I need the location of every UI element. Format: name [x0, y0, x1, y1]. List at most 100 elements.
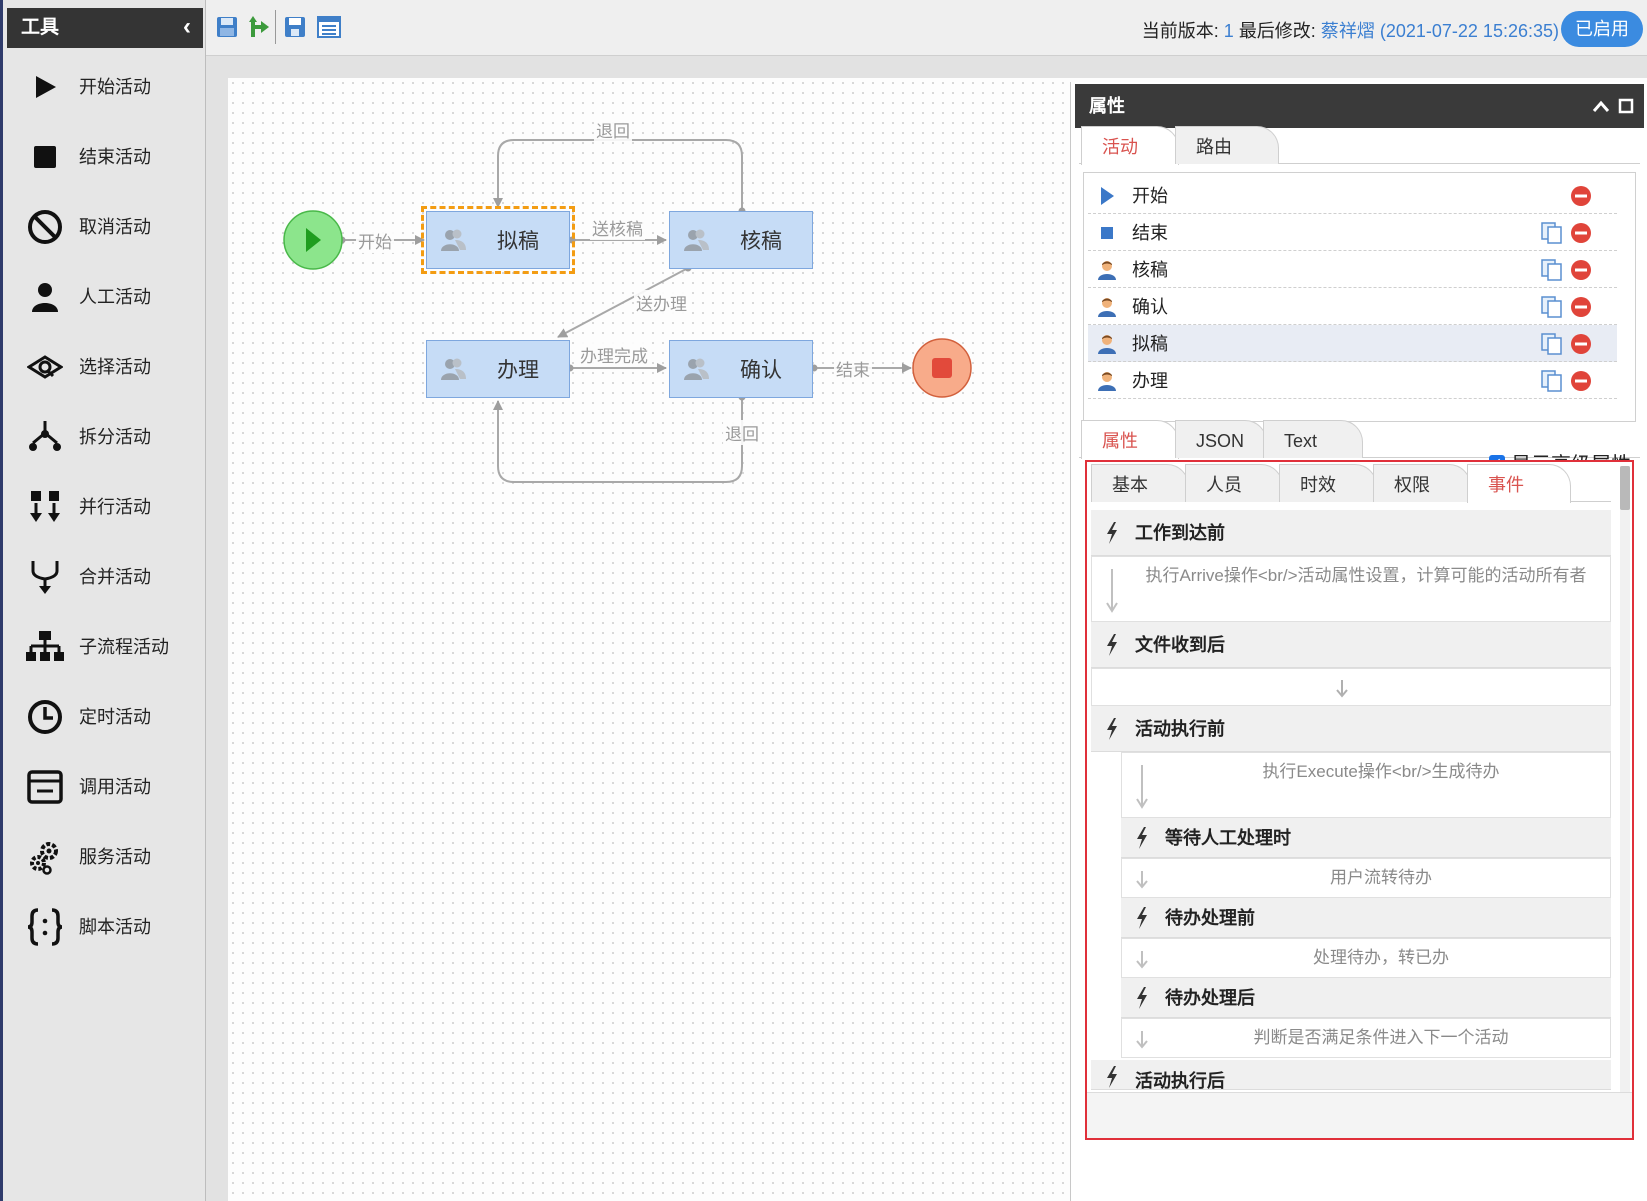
tab-properties[interactable]: 属性 [1081, 420, 1179, 459]
edge-label-back-bottom: 退回 [723, 420, 761, 445]
list-item-confirm[interactable]: 确认 [1088, 288, 1617, 325]
copy-icon[interactable] [1540, 221, 1564, 245]
tool-parallel-activity[interactable]: 并行活动 [7, 472, 203, 542]
delete-icon[interactable] [1570, 296, 1592, 318]
copy-icon[interactable] [1540, 295, 1564, 319]
tool-end-activity[interactable]: 结束活动 [7, 122, 203, 192]
end-square-icon [1101, 227, 1113, 239]
tool-service-activity[interactable]: 服务活动 [7, 822, 203, 892]
end-node[interactable] [912, 338, 972, 398]
event-todo-before-body[interactable]: 处理待办，转已办 [1121, 938, 1611, 978]
node-confirm[interactable]: 确认 [669, 340, 813, 398]
list-view-icon[interactable] [316, 14, 342, 40]
tool-manual-activity[interactable]: 人工活动 [7, 262, 203, 332]
event-wait-header[interactable]: 等待人工处理时 [1121, 818, 1611, 858]
node-handle[interactable]: 办理 [426, 340, 570, 398]
event-title: 活动执行前 [1135, 719, 1225, 739]
edge-label-end: 结束 [834, 356, 872, 381]
tool-label: 定时活动 [79, 707, 151, 727]
event-title: 待办处理后 [1165, 988, 1255, 1008]
edge-back-top[interactable] [493, 139, 743, 211]
export-icon[interactable] [246, 14, 272, 40]
activity-label: 结束 [1132, 223, 1168, 243]
list-item-end[interactable]: 结束 [1088, 214, 1617, 251]
user-icon [1098, 335, 1116, 354]
event-received-header[interactable]: 文件收到后 [1091, 622, 1611, 668]
list-item-draft[interactable]: 拟稿 [1088, 325, 1617, 362]
tool-call-activity[interactable]: 调用活动 [7, 752, 203, 822]
node-review[interactable]: 核稿 [669, 211, 813, 269]
node-draft[interactable]: 拟稿 [421, 206, 575, 274]
event-todo-after-body[interactable]: 判断是否满足条件进入下一个活动 [1121, 1018, 1611, 1058]
tab-route[interactable]: 路由 [1175, 126, 1279, 164]
version-label: 当前版本: [1141, 21, 1219, 41]
braces-icon [23, 905, 67, 949]
maximize-icon[interactable] [1618, 84, 1634, 128]
tool-cancel-activity[interactable]: 取消活动 [7, 192, 203, 262]
delete-icon[interactable] [1570, 333, 1592, 355]
event-title: 活动执行后 [1135, 1071, 1225, 1090]
scrollbar-track[interactable] [1620, 466, 1630, 1096]
tool-subprocess-activity[interactable]: 子流程活动 [7, 612, 203, 682]
down-arrow-icon [1136, 951, 1148, 969]
event-execute-body[interactable]: 执行Execute操作<br/>生成待办 [1121, 752, 1611, 818]
tool-label: 并行活动 [79, 497, 151, 517]
tool-merge-activity[interactable]: 合并活动 [7, 542, 203, 612]
activity-label: 确认 [1132, 297, 1168, 317]
start-node[interactable] [283, 210, 343, 270]
event-description: 执行Arrive操作<br/>活动属性设置，计算可能的活动所有者 [1145, 566, 1587, 585]
collapse-chevron-icon[interactable]: ‹ [183, 13, 191, 40]
tab-timeliness[interactable]: 时效 [1279, 464, 1377, 502]
collapse-up-icon[interactable] [1592, 84, 1610, 128]
tool-timer-activity[interactable]: 定时活动 [7, 682, 203, 752]
copy-icon[interactable] [1540, 258, 1564, 282]
edge-label-to-handle: 送办理 [634, 290, 689, 315]
properties-header: 属性 [1075, 84, 1644, 128]
edge-back-bottom[interactable] [493, 397, 743, 483]
user-icon [1098, 298, 1116, 317]
tool-start-activity[interactable]: 开始活动 [7, 52, 203, 122]
list-item-handle[interactable]: 办理 [1088, 362, 1617, 399]
node-label: 核稿 [740, 230, 782, 253]
event-arrive-header[interactable]: 工作到达前 [1091, 510, 1611, 556]
tool-choice-activity[interactable]: 选择活动 [7, 332, 203, 402]
list-item-review[interactable]: 核稿 [1088, 251, 1617, 288]
delete-icon[interactable] [1570, 222, 1592, 244]
tool-script-activity[interactable]: 脚本活动 [7, 892, 203, 962]
merge-icon [23, 555, 67, 599]
save-as-icon[interactable] [282, 14, 308, 40]
tab-personnel[interactable]: 人员 [1185, 464, 1283, 502]
tab-permissions[interactable]: 权限 [1373, 464, 1471, 502]
event-arrive-body[interactable]: 执行Arrive操作<br/>活动属性设置，计算可能的活动所有者 [1091, 556, 1611, 622]
copy-icon[interactable] [1540, 369, 1564, 393]
save-icon[interactable] [214, 14, 240, 40]
delete-icon[interactable] [1570, 259, 1592, 281]
users-icon [684, 358, 709, 380]
lightning-icon [1107, 1066, 1117, 1088]
version-value: 1 [1223, 21, 1234, 41]
event-title: 待办处理前 [1165, 908, 1255, 928]
tab-text[interactable]: Text [1263, 420, 1363, 458]
choice-eye-icon [23, 345, 67, 389]
copy-icon[interactable] [1540, 332, 1564, 356]
activity-label: 拟稿 [1132, 334, 1168, 354]
event-received-body[interactable] [1091, 668, 1611, 706]
event-todo-after-header[interactable]: 待办处理后 [1121, 978, 1611, 1018]
event-execute-before-header[interactable]: 活动执行前 [1091, 706, 1611, 752]
delete-icon[interactable] [1570, 370, 1592, 392]
list-item-start[interactable]: 开始 [1088, 177, 1617, 214]
scrollbar-thumb[interactable] [1620, 466, 1630, 510]
event-execute-after-header[interactable]: 活动执行后 [1091, 1060, 1611, 1090]
status-enabled-button[interactable]: 已启用 [1561, 11, 1643, 47]
tab-activity[interactable]: 活动 [1081, 126, 1179, 165]
tab-json[interactable]: JSON [1175, 420, 1267, 458]
tool-split-activity[interactable]: 拆分活动 [7, 402, 203, 472]
edge-to-handle[interactable] [557, 267, 689, 338]
tab-basic[interactable]: 基本 [1091, 464, 1189, 502]
delete-icon[interactable] [1570, 185, 1592, 207]
sub-tabs: 基本 人员 时效 权限 事件 [1091, 464, 1611, 503]
event-todo-before-header[interactable]: 待办处理前 [1121, 898, 1611, 938]
toolbox-panel: 工具 ‹ 开始活动 结束活动 取消活动 人工活动 选择活动 [0, 0, 206, 1201]
tab-events[interactable]: 事件 [1467, 464, 1571, 503]
event-wait-body[interactable]: 用户流转待办 [1121, 858, 1611, 898]
